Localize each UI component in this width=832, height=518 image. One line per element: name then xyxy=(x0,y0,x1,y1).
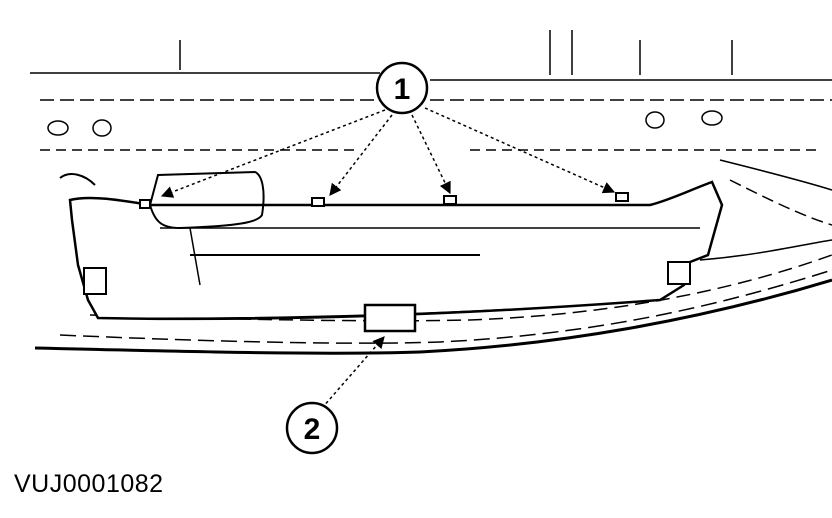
callout-1-circle xyxy=(375,61,429,115)
callout-2-label: 2 xyxy=(304,413,321,446)
callout-2-leader xyxy=(321,336,385,409)
callout-1-leaders xyxy=(160,107,616,198)
callout-2-circle xyxy=(285,401,339,455)
background-structure xyxy=(30,30,832,261)
callout-2: 2 xyxy=(285,401,339,455)
callout-1: 1 xyxy=(375,61,429,115)
callout-1-label: 1 xyxy=(394,73,411,106)
bumper-outline xyxy=(34,254,832,355)
figure-reference-code: VUJ0001082 xyxy=(14,470,164,498)
undertray-panel xyxy=(59,170,724,333)
